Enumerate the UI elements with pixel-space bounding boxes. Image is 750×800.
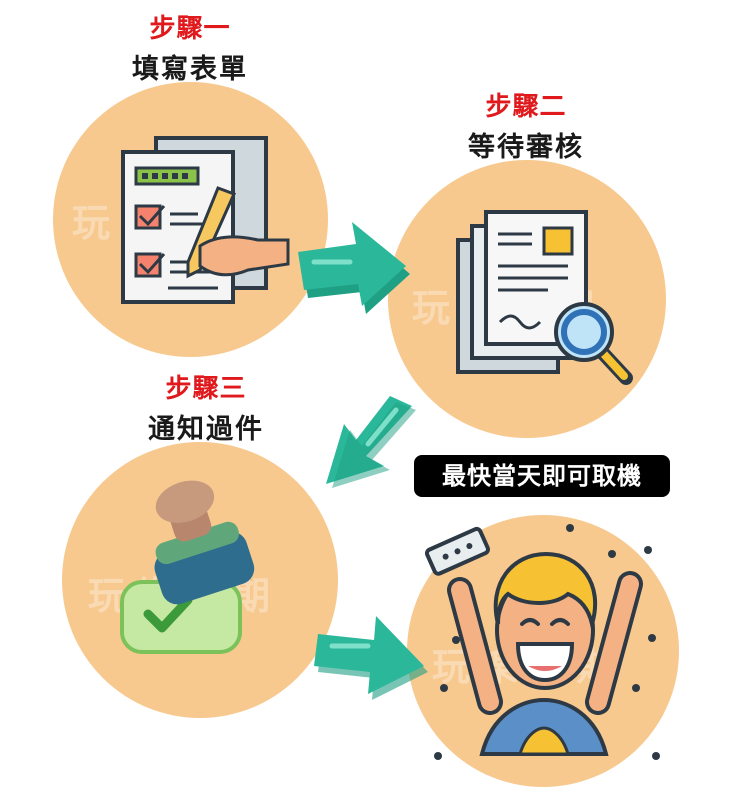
fastest-same-day-badge: 最快當天即可取機 [414,455,670,497]
step3-number: 步驟三 [165,374,247,404]
step3-title: 通知過件 [148,414,264,445]
arrow-icon [314,616,428,700]
step3-label: 步驟三 通知過件 [136,368,276,446]
arrow-icon [326,396,416,488]
step1-number: 步驟一 [149,14,231,44]
approval-stamp-icon [120,480,255,654]
step2-number: 步驟二 [485,92,567,122]
form-filling-icon [121,136,290,304]
document-review-icon [456,210,633,385]
happy-person-icon [424,524,660,760]
step2-label: 步驟二 等待審核 [456,86,596,164]
arrow-icon [298,222,410,314]
step1-label: 步驟一 填寫表單 [120,8,260,86]
step1-title: 填寫表單 [132,54,248,85]
step2-title: 等待審核 [468,132,584,163]
